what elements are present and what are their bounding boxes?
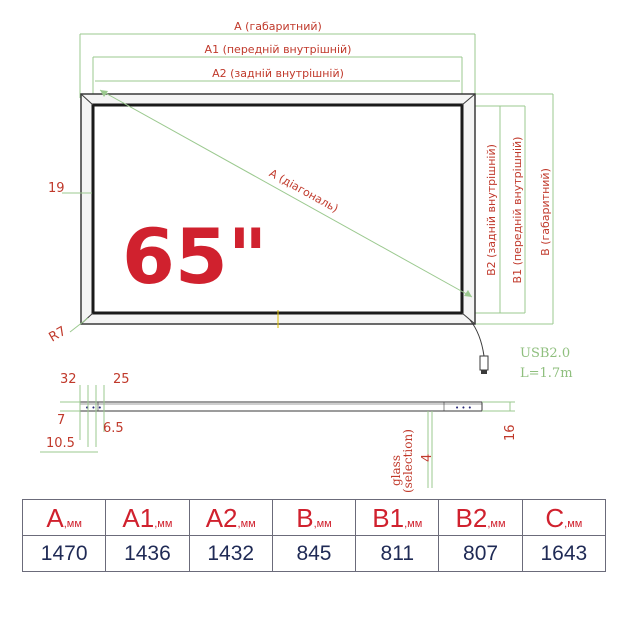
dim-frame-19: 19 bbox=[48, 181, 92, 196]
header-b1-label: B1 bbox=[372, 502, 405, 533]
usb-label: USB2.0 bbox=[520, 346, 570, 361]
table-value-row: 1470 1436 1432 845 811 807 1643 bbox=[21, 535, 607, 572]
value-a1: 1436 bbox=[105, 535, 190, 572]
header-a2: A2,мм bbox=[188, 499, 273, 536]
label-glass: glass bbox=[389, 455, 403, 486]
unit-label: ,мм bbox=[564, 517, 583, 530]
unit-label: ,мм bbox=[154, 517, 173, 530]
size-label: 65" bbox=[122, 212, 267, 301]
dim-b-group: B2 (задній внутрішній) B1 (передній внут… bbox=[462, 93, 554, 325]
unit-label: ,мм bbox=[487, 517, 506, 530]
dim-radius: R7 bbox=[47, 317, 89, 346]
label-b1: B1 (передній внутрішній) bbox=[511, 137, 524, 284]
value-c: 1643 bbox=[521, 535, 607, 572]
dim-a-overall: A (габаритний) bbox=[79, 20, 476, 98]
side-connector-right-dots: • • • bbox=[455, 404, 472, 412]
label-radius: R7 bbox=[47, 324, 69, 346]
label-6-5: 6.5 bbox=[103, 421, 124, 436]
dimensions-table: A,мм A1,мм A2,мм B,мм B1,мм B2,мм C,мм 1… bbox=[21, 499, 607, 572]
header-a1: A1,мм bbox=[105, 499, 190, 536]
label-16: 16 bbox=[503, 424, 518, 441]
usb-cable: USB2.0 L=1.7m bbox=[469, 319, 573, 381]
header-a: A,мм bbox=[21, 499, 107, 536]
header-a2-label: A2 bbox=[205, 502, 238, 533]
header-b2: B2,мм bbox=[438, 499, 523, 536]
header-b2-label: B2 bbox=[455, 502, 488, 533]
header-b: B,мм bbox=[271, 499, 357, 536]
label-selection: (selection) bbox=[401, 429, 415, 493]
unit-label: ,мм bbox=[237, 517, 256, 530]
unit-label: ,мм bbox=[313, 517, 332, 530]
header-c-label: C bbox=[545, 502, 565, 533]
label-a-overall: A (габаритний) bbox=[234, 20, 322, 33]
value-b: 845 bbox=[271, 535, 357, 572]
dim-a2: A2 (задній внутрішній) bbox=[95, 67, 460, 82]
label-b-overall: B (габаритний) bbox=[539, 168, 552, 256]
value-b2: 807 bbox=[438, 535, 523, 572]
cable-length-label: L=1.7m bbox=[520, 366, 573, 381]
label-a2: A2 (задній внутрішній) bbox=[212, 67, 344, 80]
label-7: 7 bbox=[57, 413, 65, 428]
unit-label: ,мм bbox=[63, 517, 82, 530]
unit-label: ,мм bbox=[404, 517, 423, 530]
label-a1: A1 (передній внутрішній) bbox=[205, 43, 352, 56]
label-4: 4 bbox=[420, 454, 435, 462]
table-header-row: A,мм A1,мм A2,мм B,мм B1,мм B2,мм C,мм bbox=[21, 499, 607, 536]
screen-frame bbox=[80, 93, 476, 328]
value-b1: 811 bbox=[355, 535, 440, 572]
value-a: 1470 bbox=[21, 535, 107, 572]
label-frame-19: 19 bbox=[48, 181, 65, 196]
header-a-label: A bbox=[46, 502, 64, 533]
value-a2: 1432 bbox=[188, 535, 273, 572]
dim-a1: A1 (передній внутрішній) bbox=[92, 43, 463, 104]
header-b-label: B bbox=[296, 502, 314, 533]
header-a1-label: A1 bbox=[122, 502, 155, 533]
label-32: 32 bbox=[60, 372, 77, 387]
header-b1: B1,мм bbox=[355, 499, 440, 536]
label-25: 25 bbox=[113, 372, 130, 387]
side-profile: • • • • • • bbox=[79, 401, 483, 412]
side-dimensions: 32 25 7 6.5 10.5 16 4 glass (selection) bbox=[40, 372, 518, 493]
side-connector-left-dots: • • • bbox=[85, 404, 102, 412]
header-c: C,мм bbox=[521, 499, 607, 536]
label-10-5: 10.5 bbox=[46, 436, 75, 451]
label-b2: B2 (задній внутрішній) bbox=[485, 144, 498, 276]
